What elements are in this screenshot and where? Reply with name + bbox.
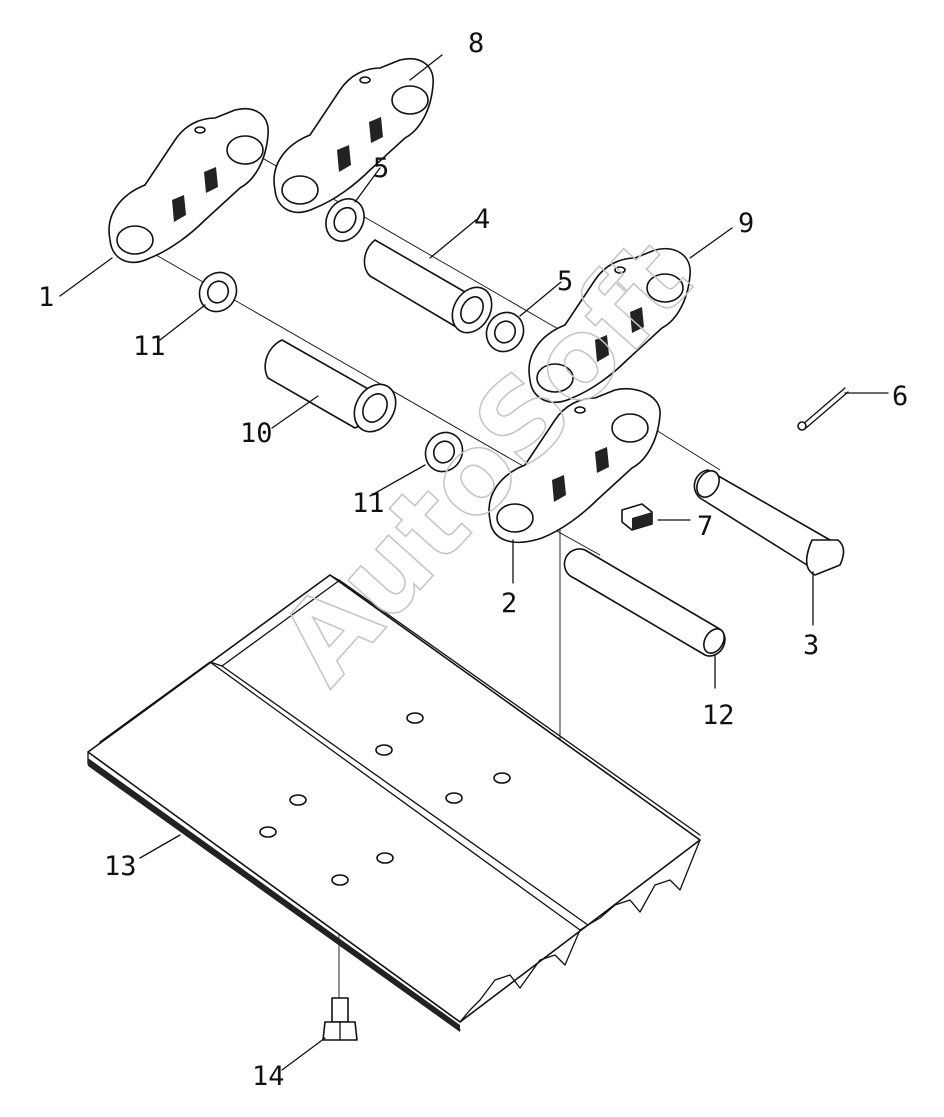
seals [198,198,525,473]
callout-13: 13 [104,851,137,882]
callout-4: 4 [474,204,490,235]
bolt-14 [322,997,358,1041]
bushing-10 [264,339,397,433]
callout-10: 10 [240,418,273,449]
link-1 [108,108,269,264]
track-shoe [87,574,701,1032]
callout-2: 2 [501,588,517,619]
nut-7 [621,503,653,531]
bushing-4 [363,239,493,334]
callouts: 1 2 3 4 5 5 6 7 8 9 10 11 11 12 13 14 [38,28,908,1092]
callout-8: 8 [468,28,484,59]
callout-3: 3 [803,630,819,661]
pin-3 [693,469,845,576]
callout-9: 9 [738,208,754,239]
callout-12: 12 [702,700,735,731]
pin-12 [563,548,726,657]
callout-14: 14 [252,1061,285,1092]
link-8 [273,58,434,214]
callout-11-right: 11 [352,488,385,519]
leader-lines [59,54,889,1071]
callout-6: 6 [892,381,908,412]
callout-1: 1 [38,282,54,313]
callout-7: 7 [697,511,713,542]
cotter-pin-6 [797,387,849,431]
callout-11-left: 11 [133,331,166,362]
callout-5-upper: 5 [373,153,389,184]
link-2 [488,388,661,544]
callout-5-lower: 5 [557,266,573,297]
link-9 [528,248,691,404]
